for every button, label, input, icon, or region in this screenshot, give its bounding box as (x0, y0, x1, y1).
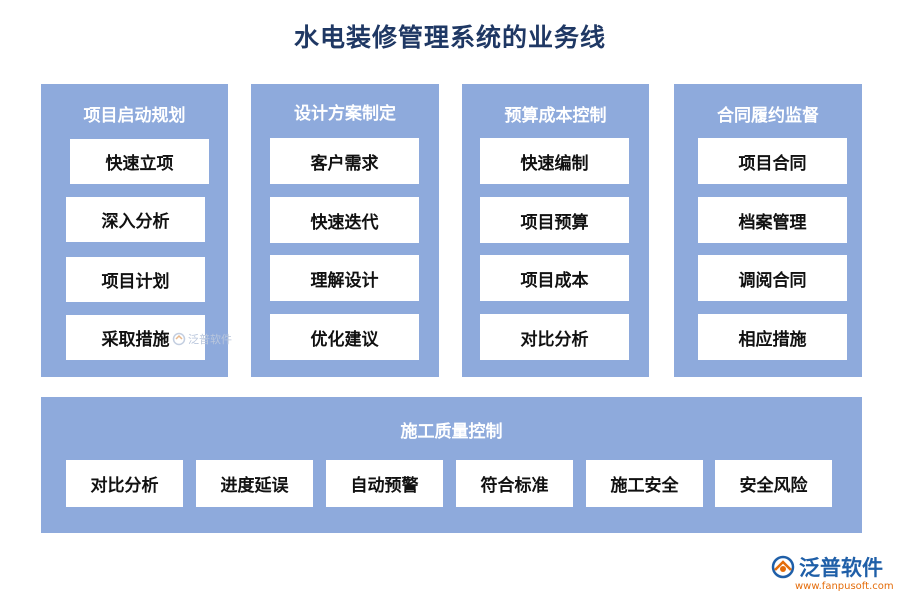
item-box: 调阅合同 (698, 255, 847, 301)
item-box: 优化建议 (270, 314, 419, 360)
item-box: 进度延误 (196, 460, 313, 507)
item-box: 项目预算 (480, 197, 629, 243)
brand-logo: 泛普软件 (770, 552, 883, 582)
column-title: 项目启动规划 (83, 106, 186, 126)
item-box: 项目计划 (66, 257, 205, 302)
item-box: 项目合同 (698, 138, 847, 184)
column-project-startup: 项目启动规划 快速立项 深入分析 项目计划 采取措施 (41, 84, 228, 377)
column-title: 设计方案制定 (294, 104, 396, 124)
item-box: 施工安全 (586, 460, 703, 507)
page-title: 水电装修管理系统的业务线 (293, 23, 606, 52)
column-title: 合同履约监督 (717, 106, 819, 126)
watermark-logo-icon (172, 332, 186, 346)
item-box: 对比分析 (480, 314, 629, 360)
item-box: 快速立项 (70, 139, 209, 184)
column-contract-supervision: 合同履约监督 项目合同 档案管理 调阅合同 相应措施 (674, 84, 862, 377)
item-box: 对比分析 (66, 460, 183, 507)
item-box: 档案管理 (698, 197, 847, 243)
brand-url: www.fanpusoft.com (795, 581, 894, 592)
item-box: 理解设计 (270, 255, 419, 301)
item-box: 深入分析 (66, 197, 205, 242)
item-box: 相应措施 (698, 314, 847, 360)
column-title: 预算成本控制 (504, 106, 607, 126)
item-box: 客户需求 (270, 138, 419, 184)
panel-construction-quality: 施工质量控制 对比分析 进度延误 自动预警 符合标准 施工安全 安全风险 (41, 397, 862, 533)
item-box: 项目成本 (480, 255, 629, 301)
item-box: 安全风险 (715, 460, 832, 507)
item-box: 快速迭代 (270, 197, 419, 243)
brand-logo-icon (771, 555, 795, 579)
watermark: 泛普软件 (172, 331, 232, 347)
item-box: 采取措施 (66, 315, 205, 360)
column-design-plan: 设计方案制定 客户需求 快速迭代 理解设计 优化建议 (251, 84, 439, 377)
column-budget-control: 预算成本控制 快速编制 项目预算 项目成本 对比分析 (462, 84, 649, 377)
watermark-text: 泛普软件 (188, 333, 232, 346)
item-box: 自动预警 (326, 460, 443, 507)
panel-title: 施工质量控制 (400, 422, 503, 442)
item-box: 快速编制 (480, 138, 629, 184)
brand-name: 泛普软件 (799, 556, 883, 580)
item-box: 符合标准 (456, 460, 573, 507)
